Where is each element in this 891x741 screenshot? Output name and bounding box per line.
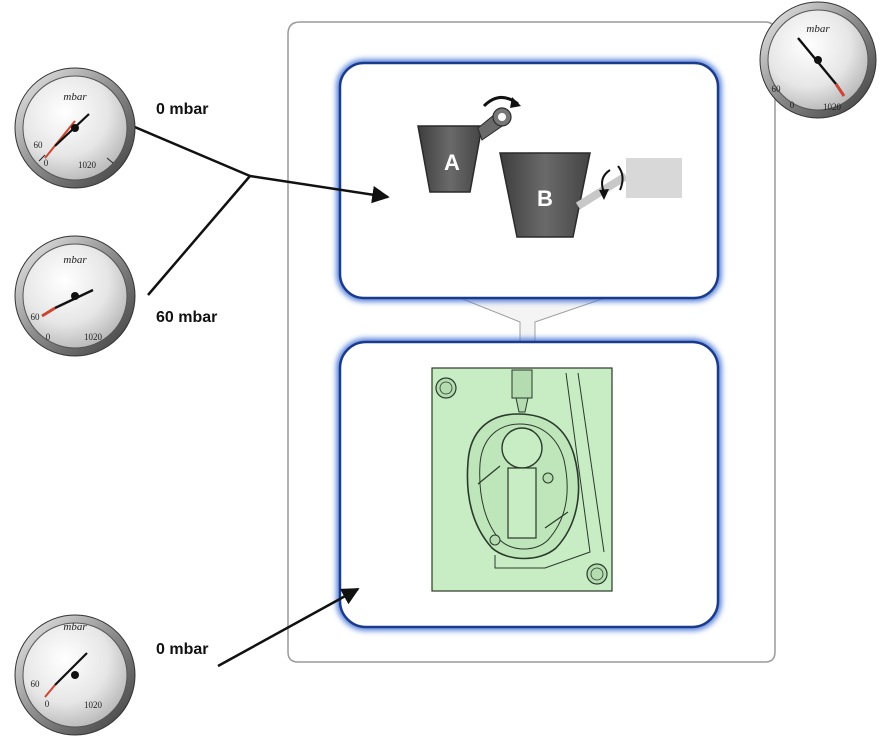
pressure-gauge-middle-left: mbar 60 0 1020	[14, 235, 136, 357]
gauge-middle-left-callout: 60 mbar	[156, 309, 217, 326]
gauge-unit-label: mbar	[63, 91, 87, 103]
pressure-gauge-top-right: mbar 60 0 1020	[759, 1, 877, 119]
svg-text:1020: 1020	[84, 332, 103, 342]
svg-text:60: 60	[772, 84, 782, 94]
svg-text:60: 60	[31, 679, 41, 689]
silicone-mold	[431, 367, 613, 592]
svg-text:mbar: mbar	[806, 23, 830, 35]
svg-text:0: 0	[45, 699, 50, 709]
cup-b-label: B	[537, 186, 553, 211]
svg-text:1020: 1020	[823, 102, 842, 112]
lower-mold-chamber	[336, 338, 722, 631]
svg-text:60: 60	[34, 140, 44, 150]
svg-text:1020: 1020	[78, 160, 97, 170]
upper-dosing-chamber: A B	[336, 59, 722, 302]
cup-a: A	[417, 96, 521, 193]
gauge-upper-left-callout: 0 mbar	[156, 101, 208, 118]
pressure-gauge-upper-left: mbar 60 0 1020	[14, 67, 136, 189]
svg-text:mbar: mbar	[63, 621, 87, 633]
svg-text:0: 0	[44, 158, 49, 168]
svg-text:1020: 1020	[84, 700, 103, 710]
svg-text:0: 0	[46, 332, 51, 342]
cup-b: B	[499, 152, 682, 238]
pressure-gauge-lower-left: mbar 60 0 1020	[14, 614, 136, 736]
mixer-motor	[626, 158, 682, 198]
gauge-needle	[44, 120, 76, 159]
pressure-lines	[129, 123, 390, 668]
gauge-lower-left-callout: 0 mbar	[156, 641, 208, 658]
svg-text:mbar: mbar	[63, 254, 87, 266]
cup-a-label: A	[444, 150, 460, 175]
svg-text:0: 0	[790, 100, 795, 110]
svg-text:60: 60	[31, 312, 41, 322]
